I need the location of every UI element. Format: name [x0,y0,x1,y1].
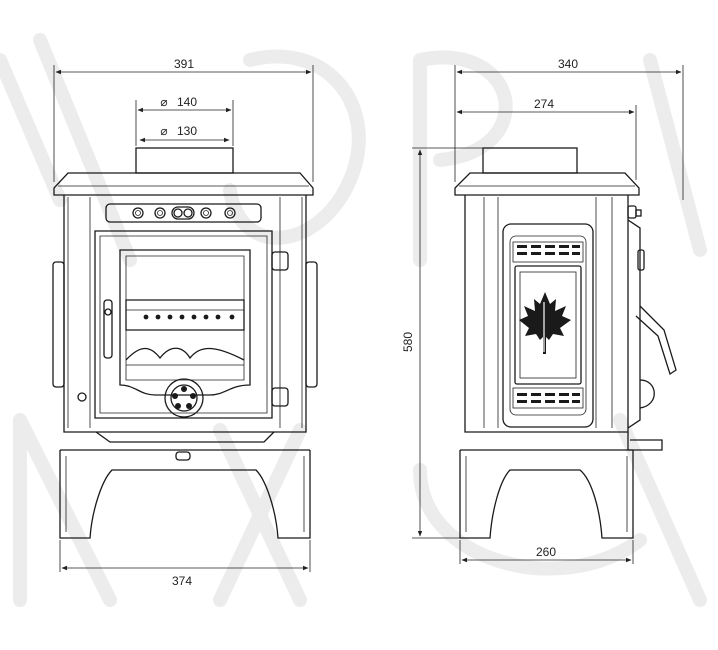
spin-air-vent [164,378,204,418]
dim-side-total-width: 340 [558,57,578,71]
diameter-symbol: ⌀ [160,95,167,109]
dim-flue-outer: ⌀ 140 [160,95,197,109]
front-view [52,147,318,539]
diameter-symbol: ⌀ [160,124,167,138]
dim-height: 580 [401,332,415,352]
dim-flue-outer-value: 140 [177,95,197,109]
dim-flue-inner: ⌀ 130 [160,124,197,138]
dim-side-inner-width: 274 [534,97,554,111]
air-control-knobs [132,206,236,220]
dim-front-total-width: 391 [174,57,194,71]
grate-bolts [143,314,235,320]
watermark [0,33,707,607]
maple-leaf-icon [519,292,571,354]
dimension-lines [53,65,684,572]
vent-slots [517,245,580,403]
dim-side-feet-width: 260 [536,545,556,559]
dim-flue-inner-value: 130 [177,124,197,138]
side-view [454,147,677,539]
dim-front-feet-width: 374 [172,574,192,588]
